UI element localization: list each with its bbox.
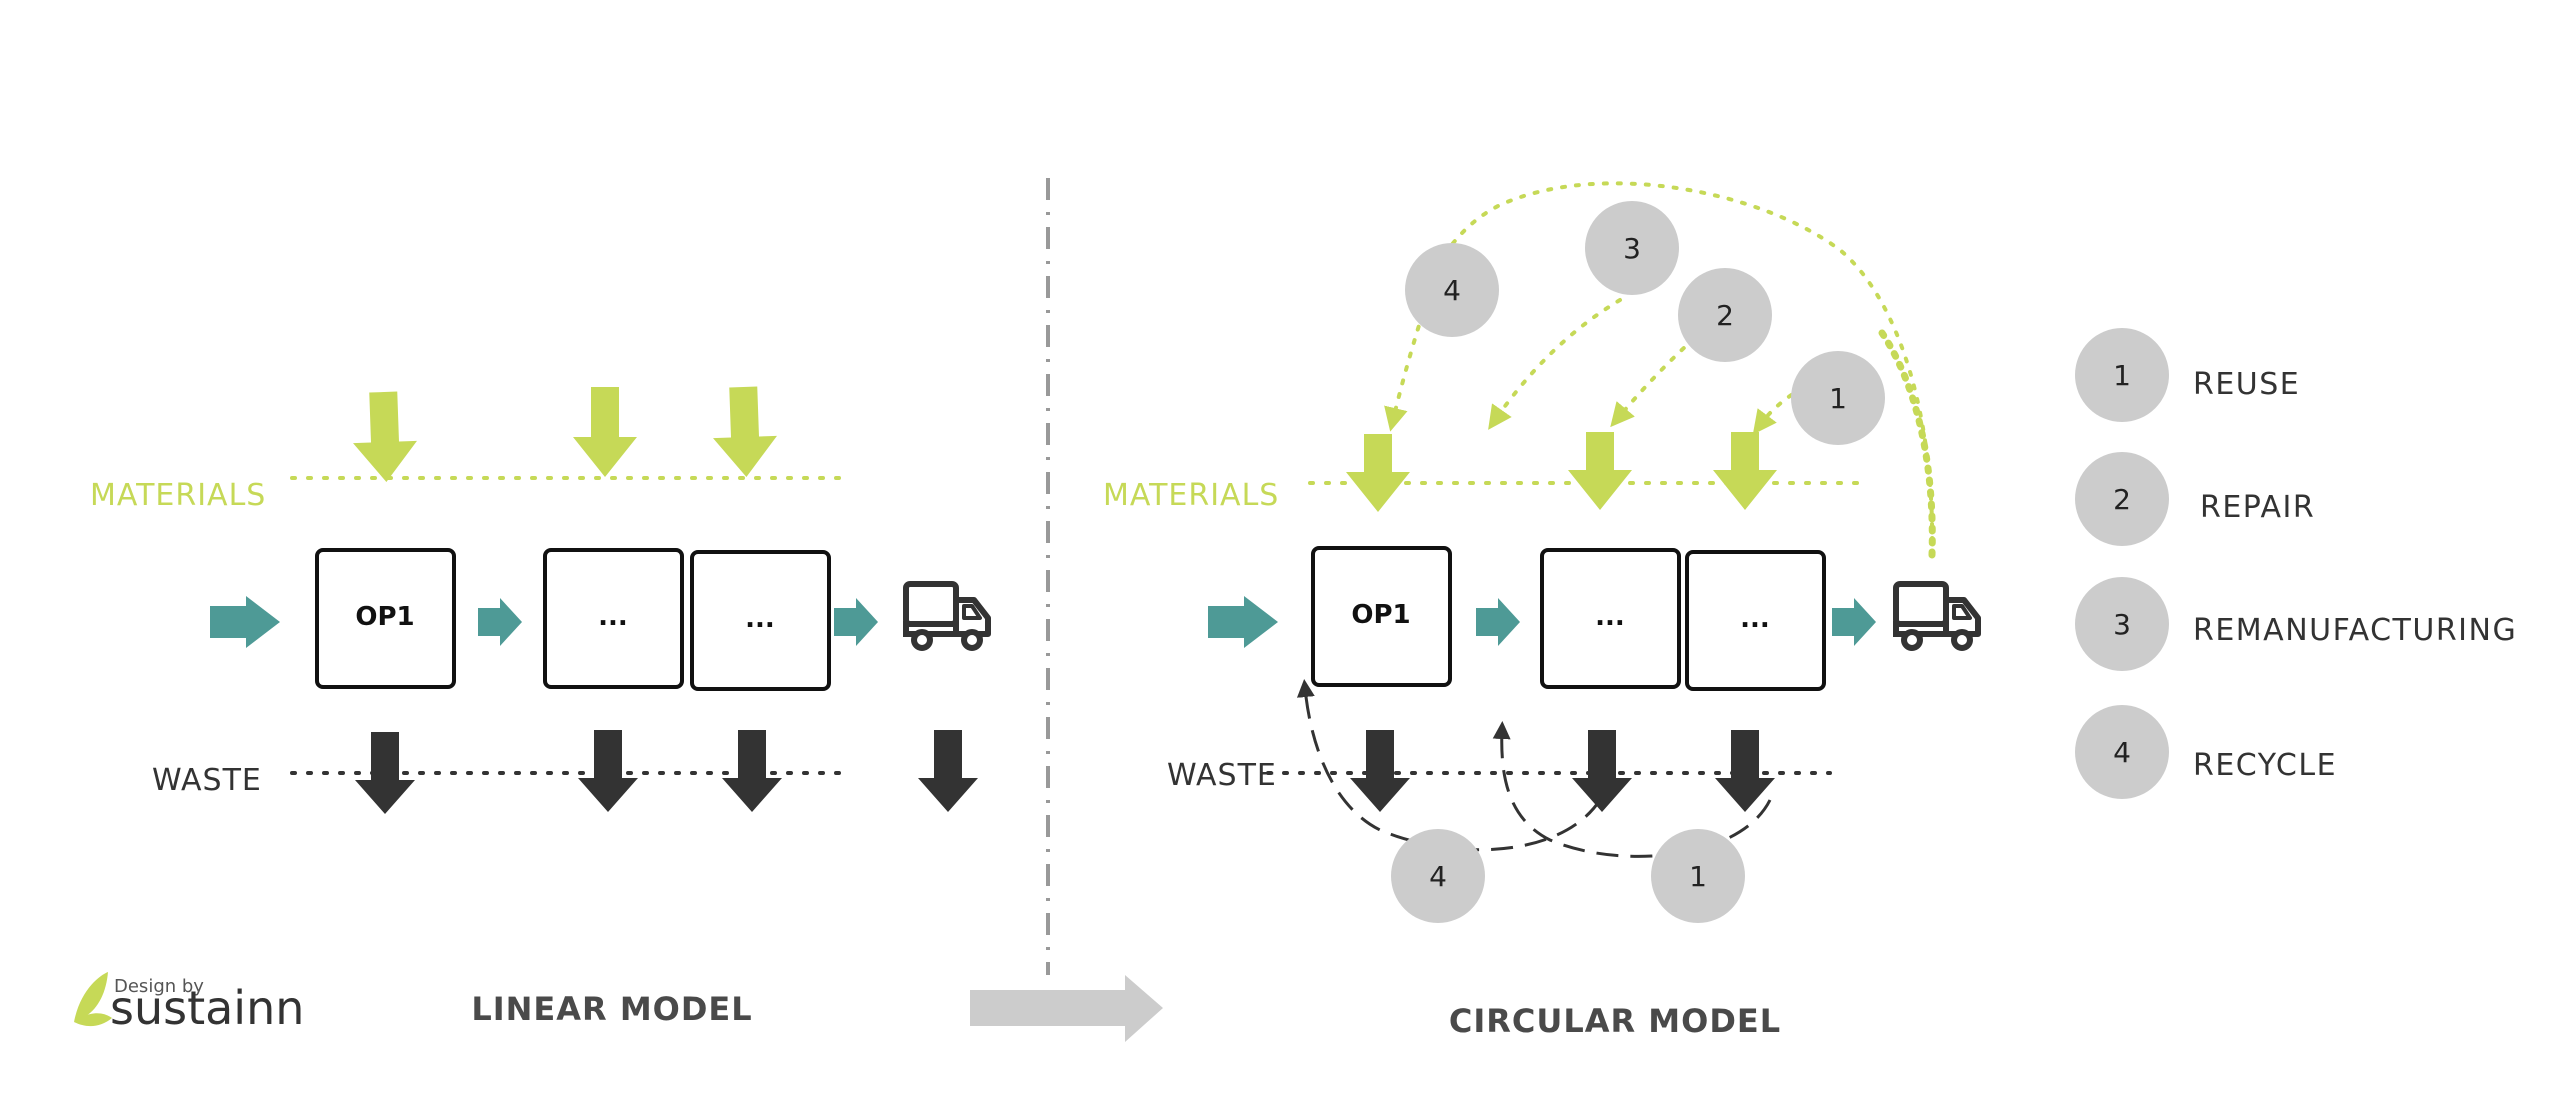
circular-model: MATERIALS WASTE 4 3 2 1 OP1 ... bbox=[1103, 181, 1978, 1040]
reuse-loop-arc bbox=[1438, 181, 1935, 557]
leaf-icon bbox=[74, 1013, 112, 1027]
circular-op1-box bbox=[1311, 546, 1452, 687]
circular-op3-text: ... bbox=[1740, 604, 1770, 634]
linear-flow-arrow bbox=[478, 598, 522, 646]
circular-materials-arrow bbox=[1713, 432, 1777, 510]
circular-flow-arrow bbox=[1476, 598, 1520, 646]
circular-flow-arrow bbox=[1832, 598, 1876, 646]
linear-model: MATERIALS WASTE OP1 ... ... LINEAR MODEL bbox=[90, 386, 988, 1028]
legend-num: 1 bbox=[2113, 359, 2131, 392]
legend-circle bbox=[2075, 328, 2169, 422]
loop-circle-top-num: 2 bbox=[1716, 299, 1734, 332]
linear-model-title: LINEAR MODEL bbox=[471, 990, 752, 1028]
transition-arrow bbox=[970, 975, 1163, 1042]
linear-flow-arrow bbox=[834, 598, 878, 646]
circular-waste-arrow bbox=[1572, 730, 1632, 812]
reuse-loop-arc-thick bbox=[1876, 326, 1936, 559]
brand-name: sustainn bbox=[110, 981, 304, 1035]
linear-op3-text: ... bbox=[745, 604, 775, 634]
loop-arrow-4 bbox=[1384, 258, 1442, 432]
linear-truck-icon bbox=[906, 584, 988, 648]
loop-circle-top-num: 4 bbox=[1443, 274, 1461, 307]
linear-op1-box bbox=[315, 548, 456, 689]
loop-circle-top bbox=[1791, 351, 1885, 445]
legend-circle bbox=[2075, 705, 2169, 799]
linear-waste-arrow bbox=[355, 732, 415, 814]
leaf-icon bbox=[74, 972, 108, 1022]
loop-circle-top bbox=[1405, 243, 1499, 337]
circular-waste-label: WASTE bbox=[1167, 758, 1277, 793]
brand-logo: Design by sustainn bbox=[74, 972, 304, 1035]
loop-circle-bottom-num: 1 bbox=[1689, 860, 1707, 893]
legend-num: 3 bbox=[2113, 608, 2131, 641]
legend: 1 REUSE 2 REPAIR 3 REMANUFACTURING 4 REC… bbox=[2075, 328, 2517, 799]
circular-truck-icon bbox=[1896, 584, 1978, 648]
loop-circle-top-num: 1 bbox=[1829, 382, 1847, 415]
loop-circle-top-num: 3 bbox=[1623, 232, 1641, 265]
linear-op3-box bbox=[690, 550, 831, 691]
legend-num: 4 bbox=[2113, 736, 2131, 769]
loop-circle-bottom bbox=[1391, 829, 1485, 923]
circular-waste-arrow bbox=[1350, 730, 1410, 812]
linear-op2-box bbox=[543, 548, 684, 689]
linear-waste-arrow bbox=[918, 730, 978, 812]
loop-circle-bottom bbox=[1651, 829, 1745, 923]
circular-flow-arrow bbox=[1208, 596, 1278, 648]
linear-materials-arrow bbox=[713, 386, 777, 477]
legend-label: REUSE bbox=[2193, 367, 2300, 402]
circular-materials-label: MATERIALS bbox=[1103, 478, 1279, 513]
circular-model-title: CIRCULAR MODEL bbox=[1449, 1002, 1781, 1040]
linear-waste-arrow bbox=[578, 730, 638, 812]
linear-waste-arrow bbox=[722, 730, 782, 812]
circular-materials-arrow bbox=[1568, 432, 1632, 510]
linear-waste-label: WASTE bbox=[152, 763, 262, 798]
linear-materials-label: MATERIALS bbox=[90, 478, 266, 513]
legend-label: RECYCLE bbox=[2193, 748, 2337, 783]
legend-label: REPAIR bbox=[2200, 490, 2315, 525]
legend-num: 2 bbox=[2113, 483, 2131, 516]
legend-circle bbox=[2075, 452, 2169, 546]
linear-op2-text: ... bbox=[598, 602, 628, 632]
linear-materials-arrow bbox=[353, 391, 417, 482]
circular-materials-arrow bbox=[1346, 434, 1410, 512]
linear-materials-arrow bbox=[573, 387, 637, 477]
brand-small-text: Design by bbox=[114, 976, 204, 997]
circular-op3-box bbox=[1685, 550, 1826, 691]
loop-circle-bottom-num: 4 bbox=[1429, 860, 1447, 893]
circular-waste-arrow bbox=[1715, 730, 1775, 812]
circular-op2-box bbox=[1540, 548, 1681, 689]
legend-label: REMANUFACTURING bbox=[2193, 613, 2517, 648]
linear-flow-arrow bbox=[210, 596, 280, 648]
circular-op1-text: OP1 bbox=[1351, 600, 1410, 630]
linear-op1-text: OP1 bbox=[355, 602, 414, 632]
loop-circle-top bbox=[1585, 201, 1679, 295]
legend-circle bbox=[2075, 577, 2169, 671]
loop-circle-top bbox=[1678, 268, 1772, 362]
bottom-loop-arc-4 bbox=[1296, 679, 1602, 852]
loop-arrow-3 bbox=[1488, 298, 1622, 430]
bottom-loop-arc-1 bbox=[1492, 721, 1772, 858]
circular-op2-text: ... bbox=[1595, 602, 1625, 632]
